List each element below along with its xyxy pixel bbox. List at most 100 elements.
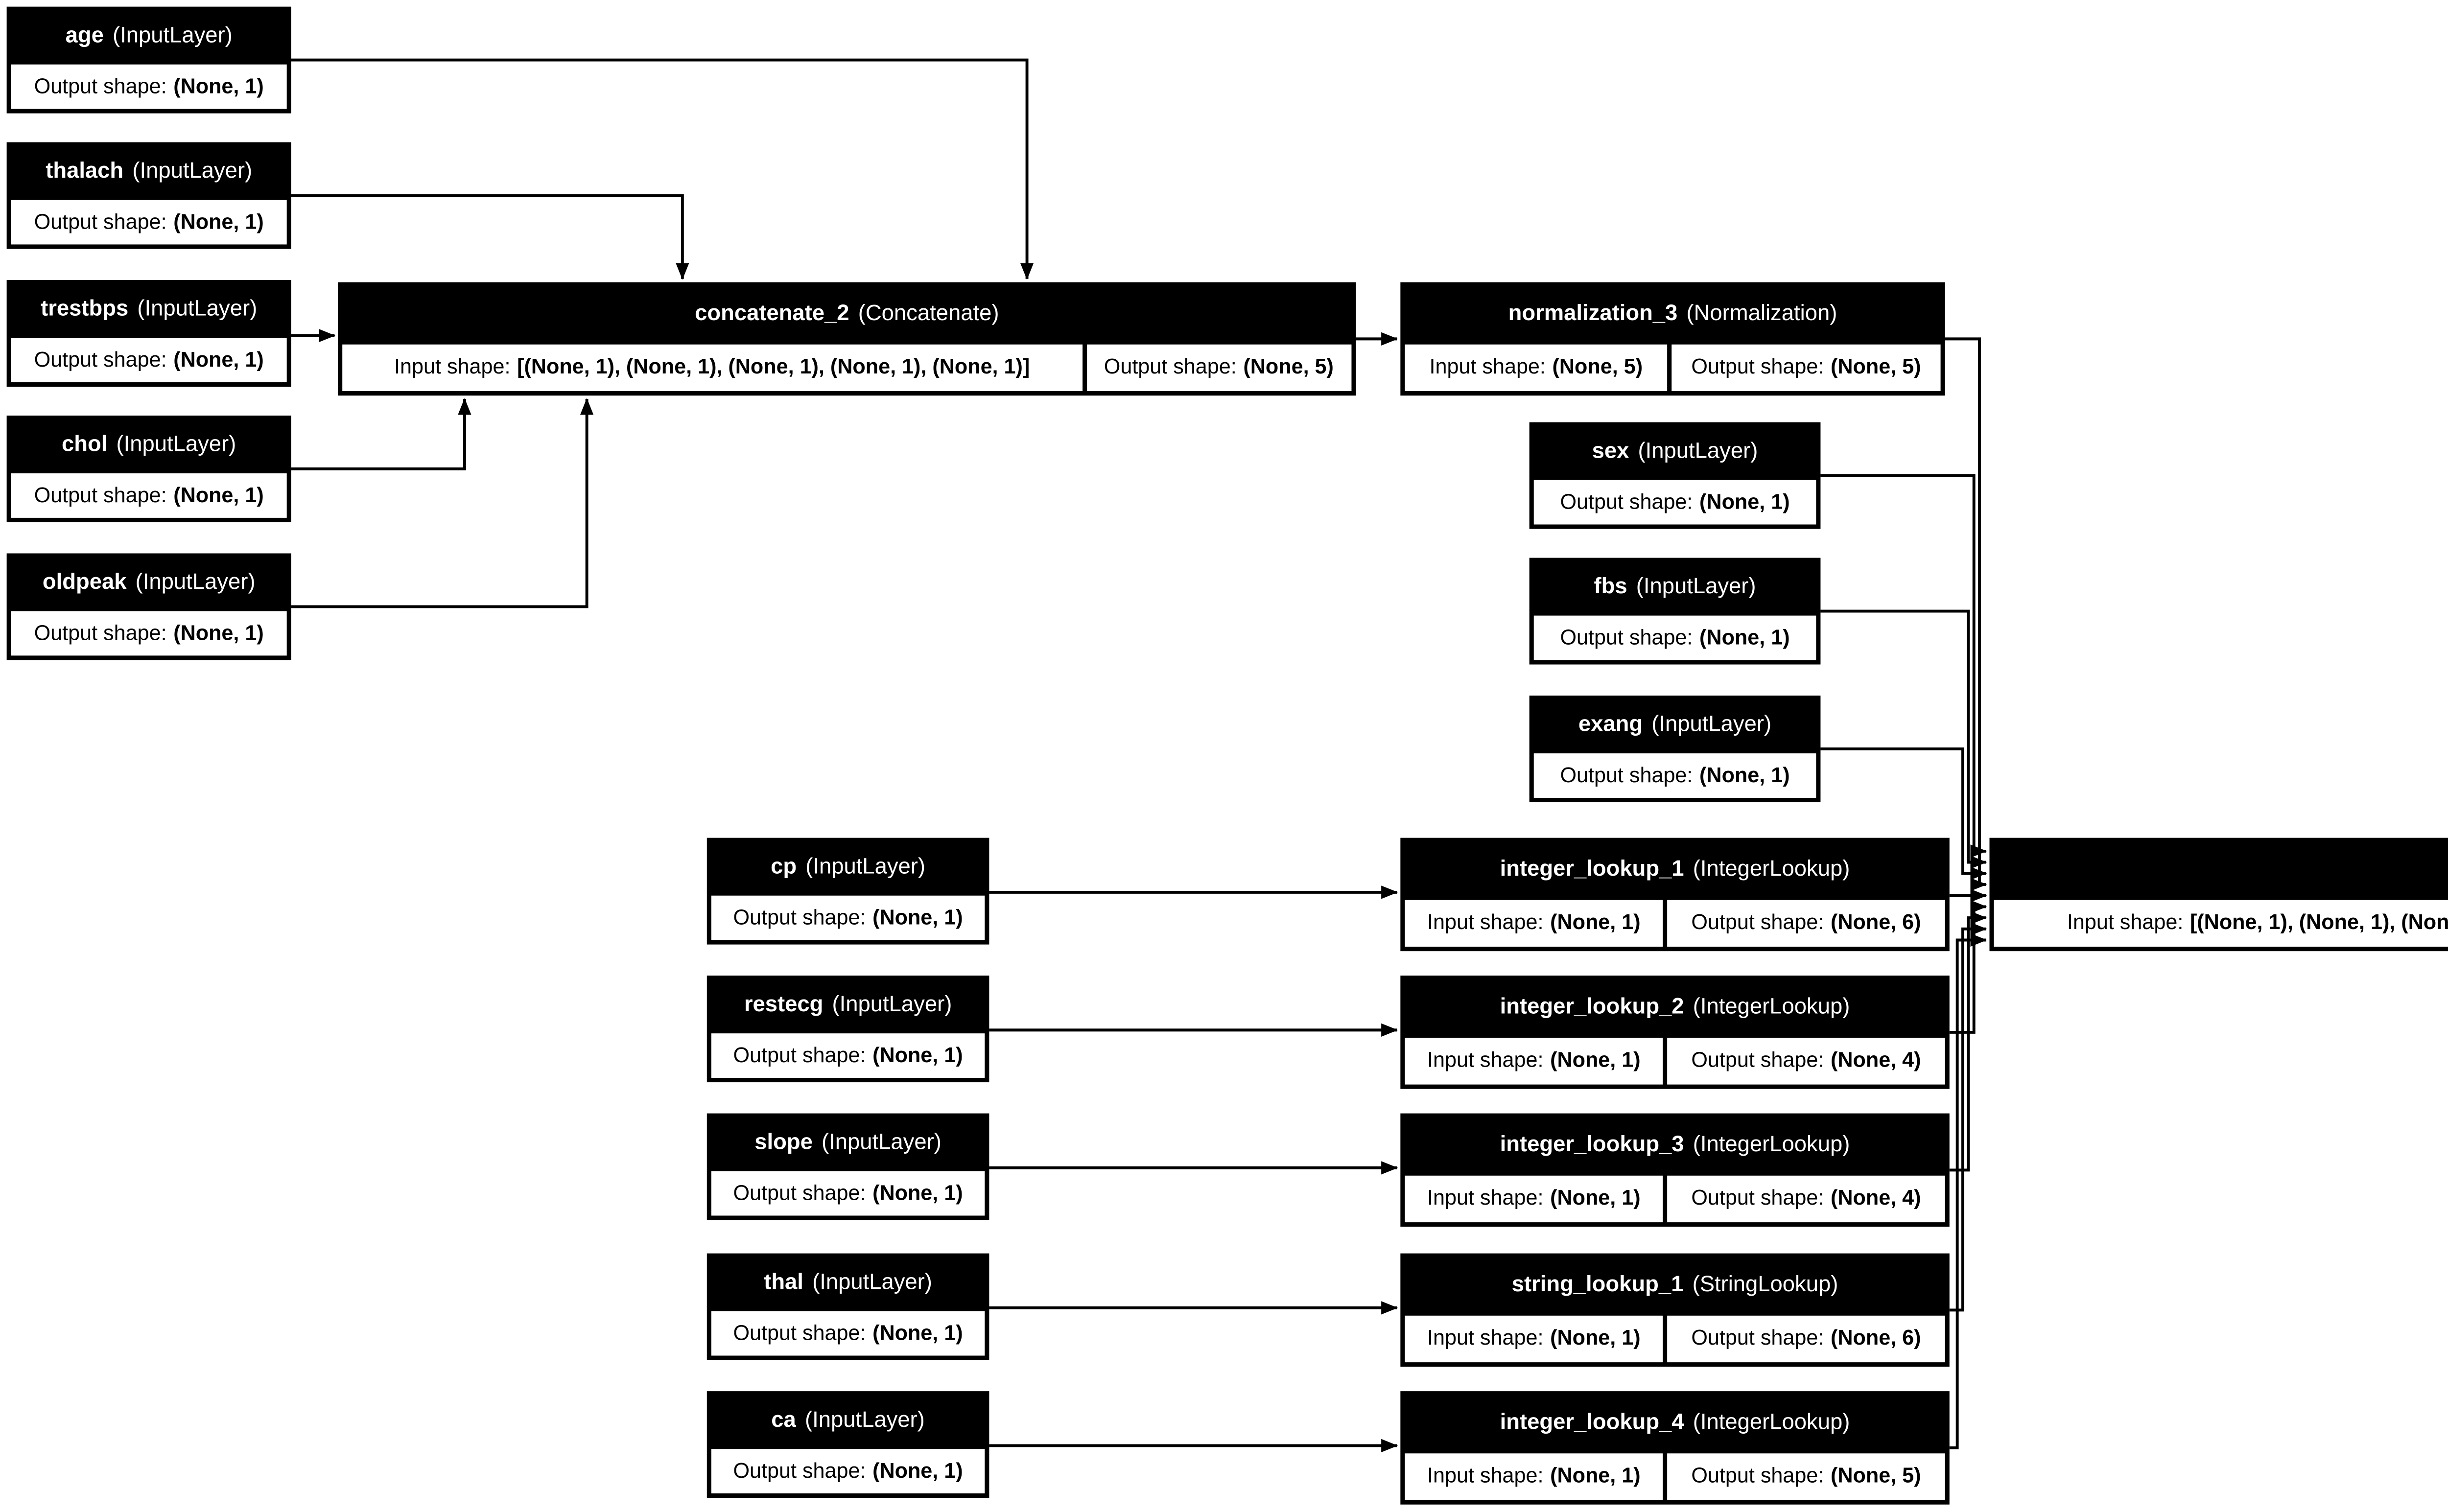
layer-header: trestbps(InputLayer) [7,280,291,338]
shape-row: Output shape:(None, 1) [707,895,989,945]
layer-header: age (InputLayer) [7,7,291,65]
layer-node-age: age(InputLayer)Output shape:(None, 1) [6,6,291,114]
output-shape-cell: Output shape:(None, 1) [11,338,287,382]
edge-thalach-to-concatenate_2 [291,194,689,280]
layer-name: ca [771,1408,796,1433]
edge-chol-to-concatenate_2 [291,398,471,470]
layer-name: string_lookup_1 [1511,1272,1684,1297]
layer-type: (IntegerLookup) [1693,1132,1850,1157]
shape-row: Output shape:(None, 1) [1530,753,1821,802]
output-shape-label: Output shape: [1691,355,1824,380]
layer-header: sex(InputLayer) [1530,422,1821,480]
output-shape-value: (None, 4) [1830,1186,1921,1211]
layer-name: concatenate_2 [695,301,849,326]
layer-header: slope(InputLayer) [707,1114,989,1171]
output-shape-label: Output shape: [34,210,167,234]
layer-node-slope: slope(InputLayer)Output shape:(None, 1) [706,1113,989,1220]
input-shape-label: Input shape: [1427,1464,1544,1489]
output-shape-label: Output shape: [733,1321,866,1346]
layer-node-restecg: restecg(InputLayer)Output shape:(None, 1… [706,976,989,1083]
input-shape-value: (None, 5) [1552,355,1643,380]
output-shape-label: Output shape: [34,348,167,372]
output-shape-cell: Output shape:(None, 1) [11,611,287,656]
shape-row: Output shape:(None, 1) [7,473,291,522]
layer-node-sex: sex(InputLayer)Output shape:(None, 1) [1529,422,1821,529]
layer-header: integer_lookup_1(IntegerLookup) [1400,838,1949,900]
input-shape-cell: Input shape:(None, 1) [1405,900,1663,947]
layer-node-concatenate_3: concatenate_3(Concatenate)Input shape:[(… [1989,837,2448,952]
output-shape-label: Output shape: [1691,1464,1824,1489]
output-shape-label: Output shape: [1560,490,1693,515]
layer-header: concatenate_2(Concatenate) [338,282,1356,345]
layer-name: age [65,23,104,48]
layer-name: normalization_3 [1508,301,1678,326]
layer-header: thal(InputLayer) [707,1254,989,1311]
output-shape-value: (None, 5) [1830,355,1921,380]
layer-header: normalization_3 (Normalization) [1400,282,1945,345]
input-shape-cell: Input shape:(None, 5) [1405,344,1668,392]
layer-node-oldpeak: oldpeak(InputLayer)Output shape:(None, 1… [6,553,291,660]
layer-header: string_lookup_1(StringLookup) [1400,1254,1949,1316]
layer-name: integer_lookup_4 [1500,1410,1684,1435]
layer-header: exang(InputLayer) [1530,696,1821,753]
output-shape-label: Output shape: [1691,1186,1824,1211]
output-shape-cell: Output shape:(None, 4) [1667,1175,1945,1223]
input-shape-value: (None, 1) [1550,1464,1641,1489]
output-shape-value: (None, 1) [173,348,264,372]
input-shape-value: (None, 1) [1550,911,1641,936]
shape-row: Input shape:(None, 5)Output shape:(None,… [1400,344,1945,395]
output-shape-label: Output shape: [733,1181,866,1206]
shape-row: Input shape:(None, 1)Output shape:(None,… [1400,1453,1949,1504]
output-shape-value: (None, 6) [1830,911,1921,936]
layer-type: (IntegerLookup) [1693,994,1850,1019]
layer-name: chol [61,432,108,457]
layer-type: (InputLayer) [822,1130,942,1155]
output-shape-label: Output shape: [1691,911,1824,936]
shape-row: Output shape:(None, 1) [7,200,291,249]
output-shape-cell: Output shape:(None, 1) [1533,480,1816,525]
layer-header: concatenate_3(Concatenate) [1989,838,2448,900]
layer-header: thalach (InputLayer) [7,142,291,200]
input-shape-value: [(None, 1), (None, 1), (None, 1), (None,… [2189,911,2448,936]
output-shape-cell: Output shape:(None, 5) [1667,1453,1945,1500]
layer-node-integer_lookup_1: integer_lookup_1(IntegerLookup)Input sha… [1400,837,1950,952]
output-shape-label: Output shape: [733,1459,866,1484]
input-shape-cell: Input shape:[(None, 1), (None, 1), (None… [342,344,1082,392]
layer-type: (InputLayer) [132,159,253,184]
input-shape-cell: Input shape:(None, 1) [1405,1315,1663,1363]
output-shape-value: (None, 1) [872,906,963,930]
output-shape-value: (None, 1) [872,1043,963,1068]
edge-integer_lookup_4-to-concatenate_3 [1949,933,1987,1449]
layer-type: (InputLayer) [112,23,233,48]
edge-integer_lookup_3-to-concatenate_3 [1949,911,1987,1172]
layer-node-fbs: fbs(InputLayer)Output shape:(None, 1) [1529,558,1821,665]
layer-node-integer_lookup_3: integer_lookup_3(IntegerLookup)Input sha… [1400,1113,1950,1227]
layer-node-integer_lookup_4: integer_lookup_4(IntegerLookup)Input sha… [1400,1391,1950,1505]
edge-normalization_3-to-concatenate_3 [1945,337,1987,891]
layer-name: restecg [744,992,824,1017]
layer-node-exang: exang(InputLayer)Output shape:(None, 1) [1529,696,1821,803]
output-shape-label: Output shape: [1104,355,1237,380]
shape-row: Output shape:(None, 1) [707,1171,989,1220]
layer-name: thalach [46,159,124,184]
output-shape-value: (None, 1) [1699,763,1790,788]
output-shape-cell: Output shape:(None, 1) [711,1171,985,1216]
output-shape-value: (None, 1) [872,1321,963,1346]
layer-node-chol: chol(InputLayer)Output shape:(None, 1) [6,416,291,522]
output-shape-value: (None, 1) [1699,626,1790,651]
output-shape-cell: Output shape:(None, 1) [711,1311,985,1356]
layer-type: (InputLayer) [805,854,926,879]
input-shape-cell: Input shape:(None, 1) [1405,1038,1663,1085]
layer-type: (InputLayer) [1636,574,1756,599]
layer-node-trestbps: trestbps(InputLayer)Output shape:(None, … [6,280,291,387]
output-shape-value: (None, 1) [872,1459,963,1484]
input-shape-cell: Input shape:(None, 1) [1405,1453,1663,1500]
layer-header: integer_lookup_4(IntegerLookup) [1400,1391,1949,1453]
output-shape-cell: Output shape:(None, 6) [1667,1315,1945,1363]
output-shape-cell: Output shape:(None, 4) [1667,1038,1945,1085]
layer-header: integer_lookup_2(IntegerLookup) [1400,976,1949,1038]
layer-node-thalach: thalach (InputLayer) Output shape:(None, 1… [6,142,291,249]
layer-type: (Normalization) [1686,301,1837,326]
